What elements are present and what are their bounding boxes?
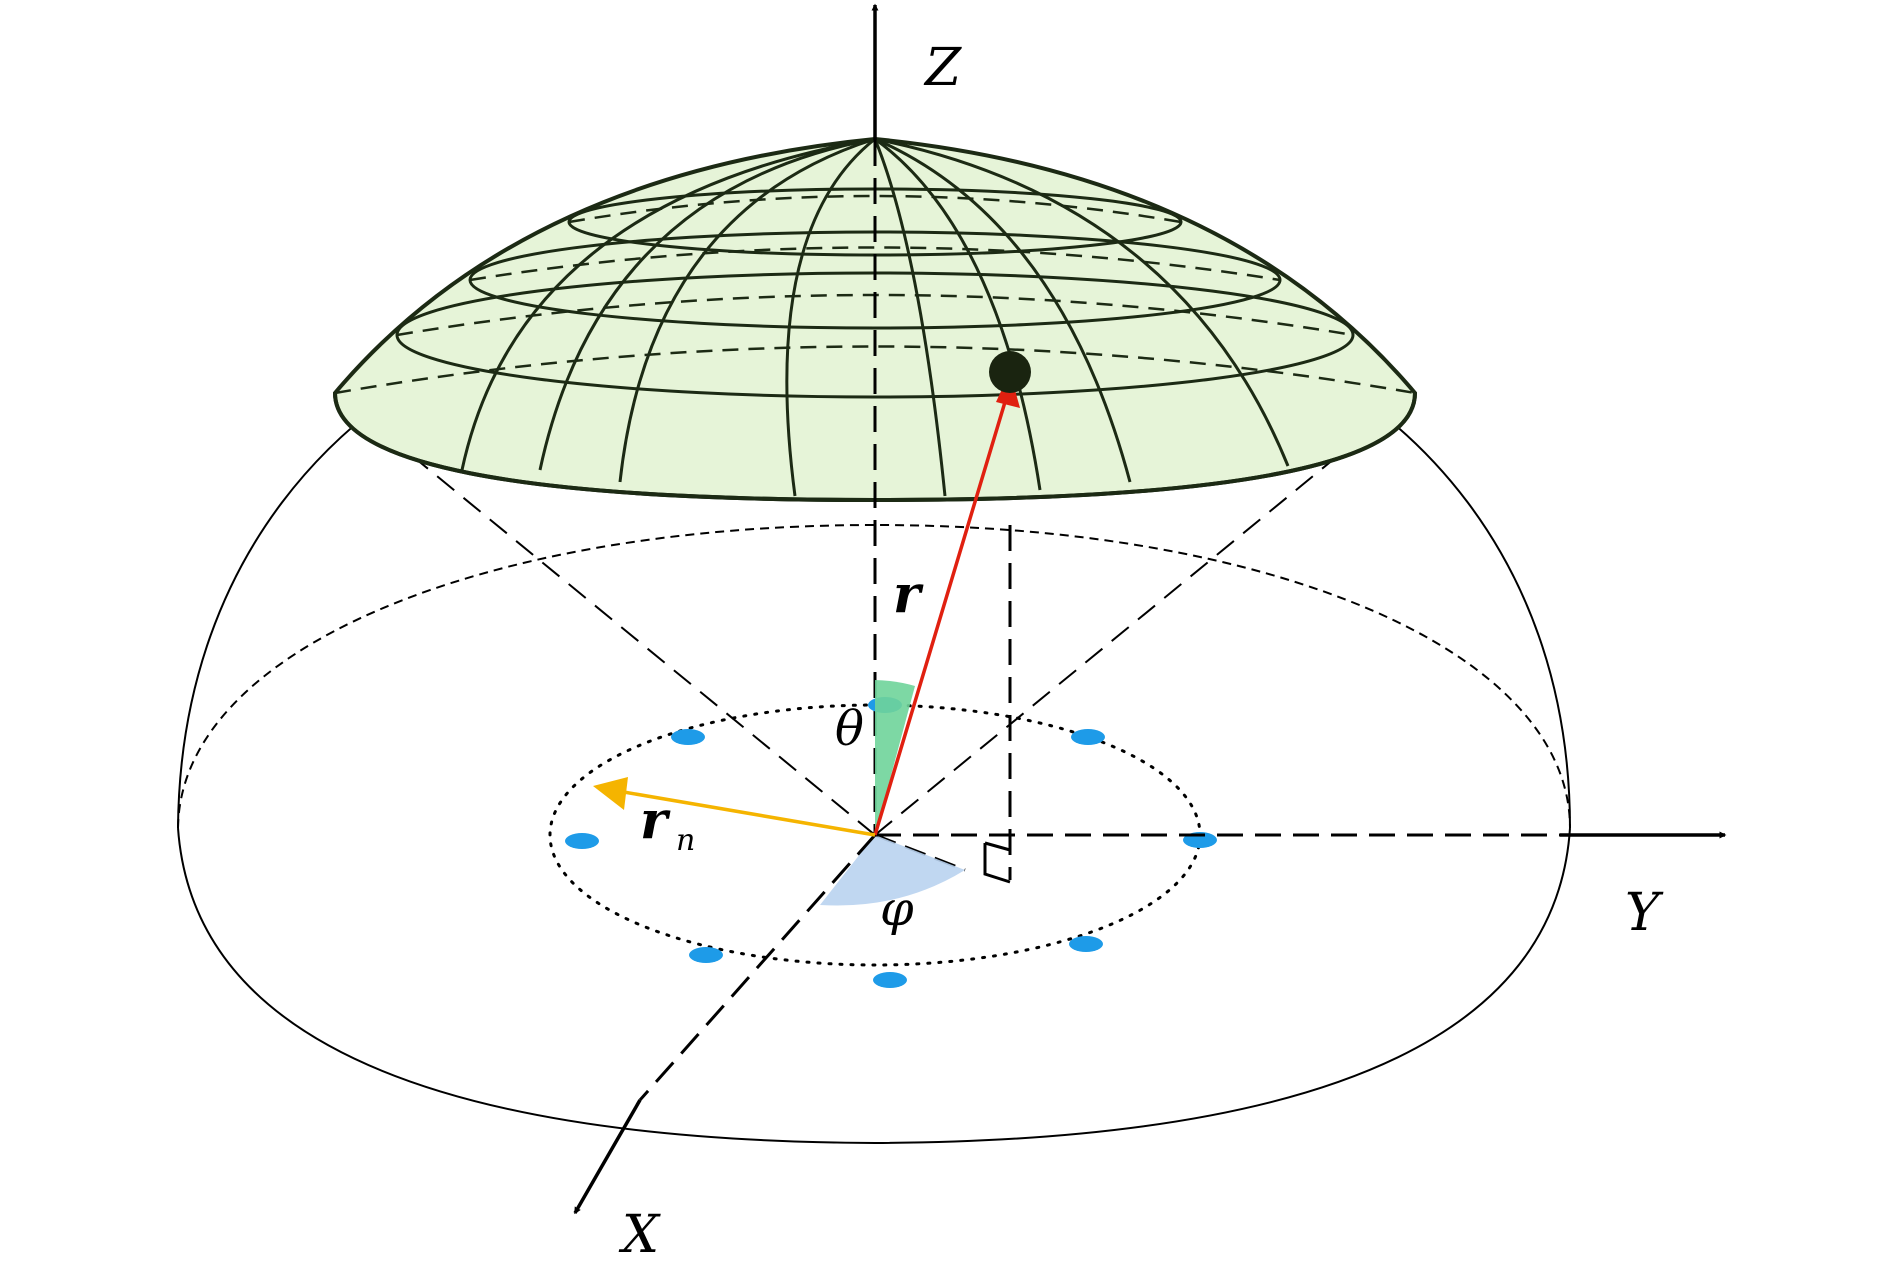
phi-wedge — [820, 835, 965, 906]
array-element — [689, 947, 723, 963]
x-axis-label: X — [618, 1205, 661, 1265]
x-axis — [573, 1099, 642, 1215]
z-axis-label: Z — [923, 38, 962, 98]
array-element — [671, 729, 705, 745]
right-angle-marker — [983, 843, 1011, 884]
cone-edges — [337, 394, 1413, 836]
phi-label: φ — [880, 881, 914, 937]
array-element — [565, 833, 599, 849]
vector-rn-arrowhead — [593, 777, 628, 810]
array-element — [1071, 729, 1105, 745]
hemisphere-back-rim — [177, 523, 1571, 829]
target-point — [989, 351, 1031, 393]
coordinate-axes — [573, 3, 1727, 1215]
vector-rn — [611, 788, 876, 837]
array-element — [873, 972, 907, 988]
y-axis-label: Y — [1625, 883, 1664, 943]
cone-edge-right — [874, 394, 1413, 836]
vector-rn-subscript: n — [676, 823, 695, 858]
hemisphere-front-rim — [177, 827, 1571, 1145]
vector-r — [873, 391, 1010, 836]
theta-label: θ — [835, 701, 864, 757]
vector-r-label: r — [893, 564, 924, 625]
vector-rn-label: r — [640, 790, 671, 851]
array-element — [1069, 936, 1103, 952]
cone-edge-left — [337, 394, 876, 836]
x-axis-dashed — [638, 834, 877, 1101]
